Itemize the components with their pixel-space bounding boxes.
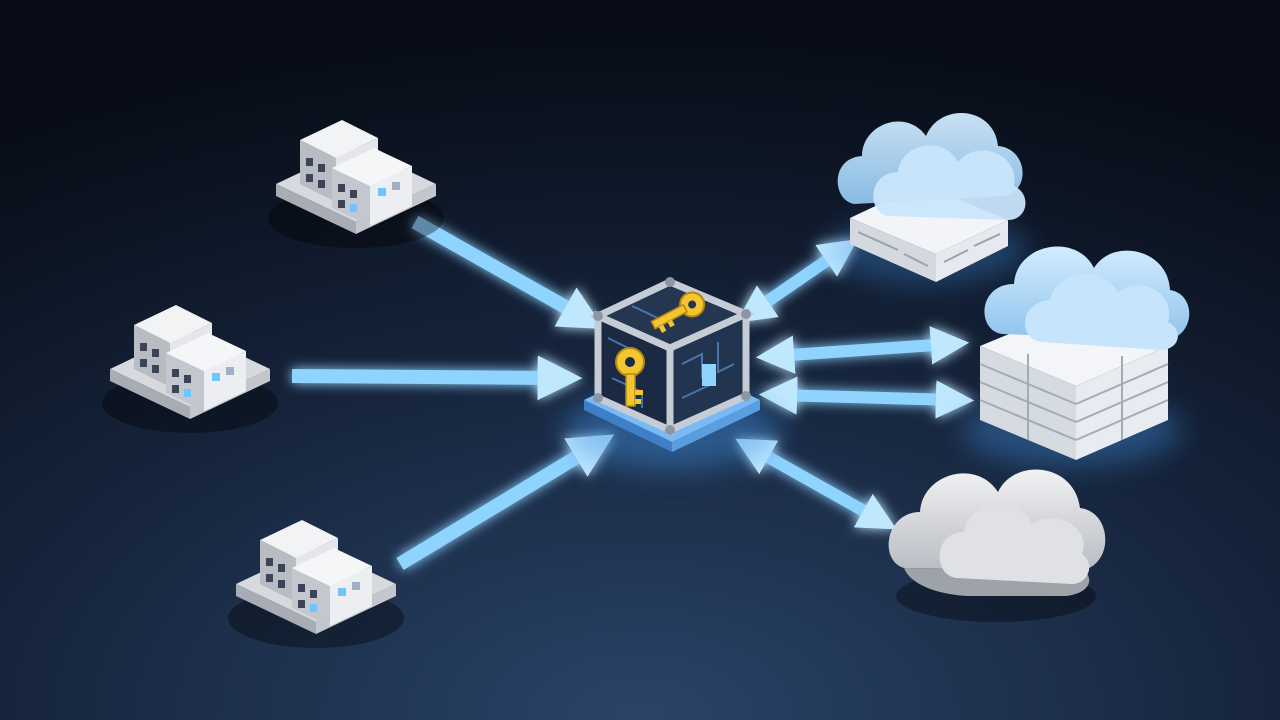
cloud-server-icon: [828, 113, 1028, 284]
cloud-icon: [888, 469, 1106, 622]
arrow-hub-server-rack-upper: [755, 326, 970, 374]
office-building-icon: [102, 305, 278, 433]
arrow-building-bottom-to-hub: [396, 434, 615, 570]
arrow-hub-server-rack-lower: [758, 376, 975, 419]
arrow-hub-plain-cloud: [735, 438, 897, 530]
office-building-icon: [228, 520, 404, 648]
office-building-icon: [268, 120, 444, 248]
arrow-building-middle-to-hub: [291, 355, 583, 401]
connection-arrows: [291, 215, 975, 570]
key-vault-cube-icon: [562, 277, 782, 470]
cloud-server-rack-icon: [962, 246, 1190, 466]
arrow-hub-cloud-top: [736, 239, 858, 323]
arrow-building-top-to-hub: [411, 215, 605, 330]
